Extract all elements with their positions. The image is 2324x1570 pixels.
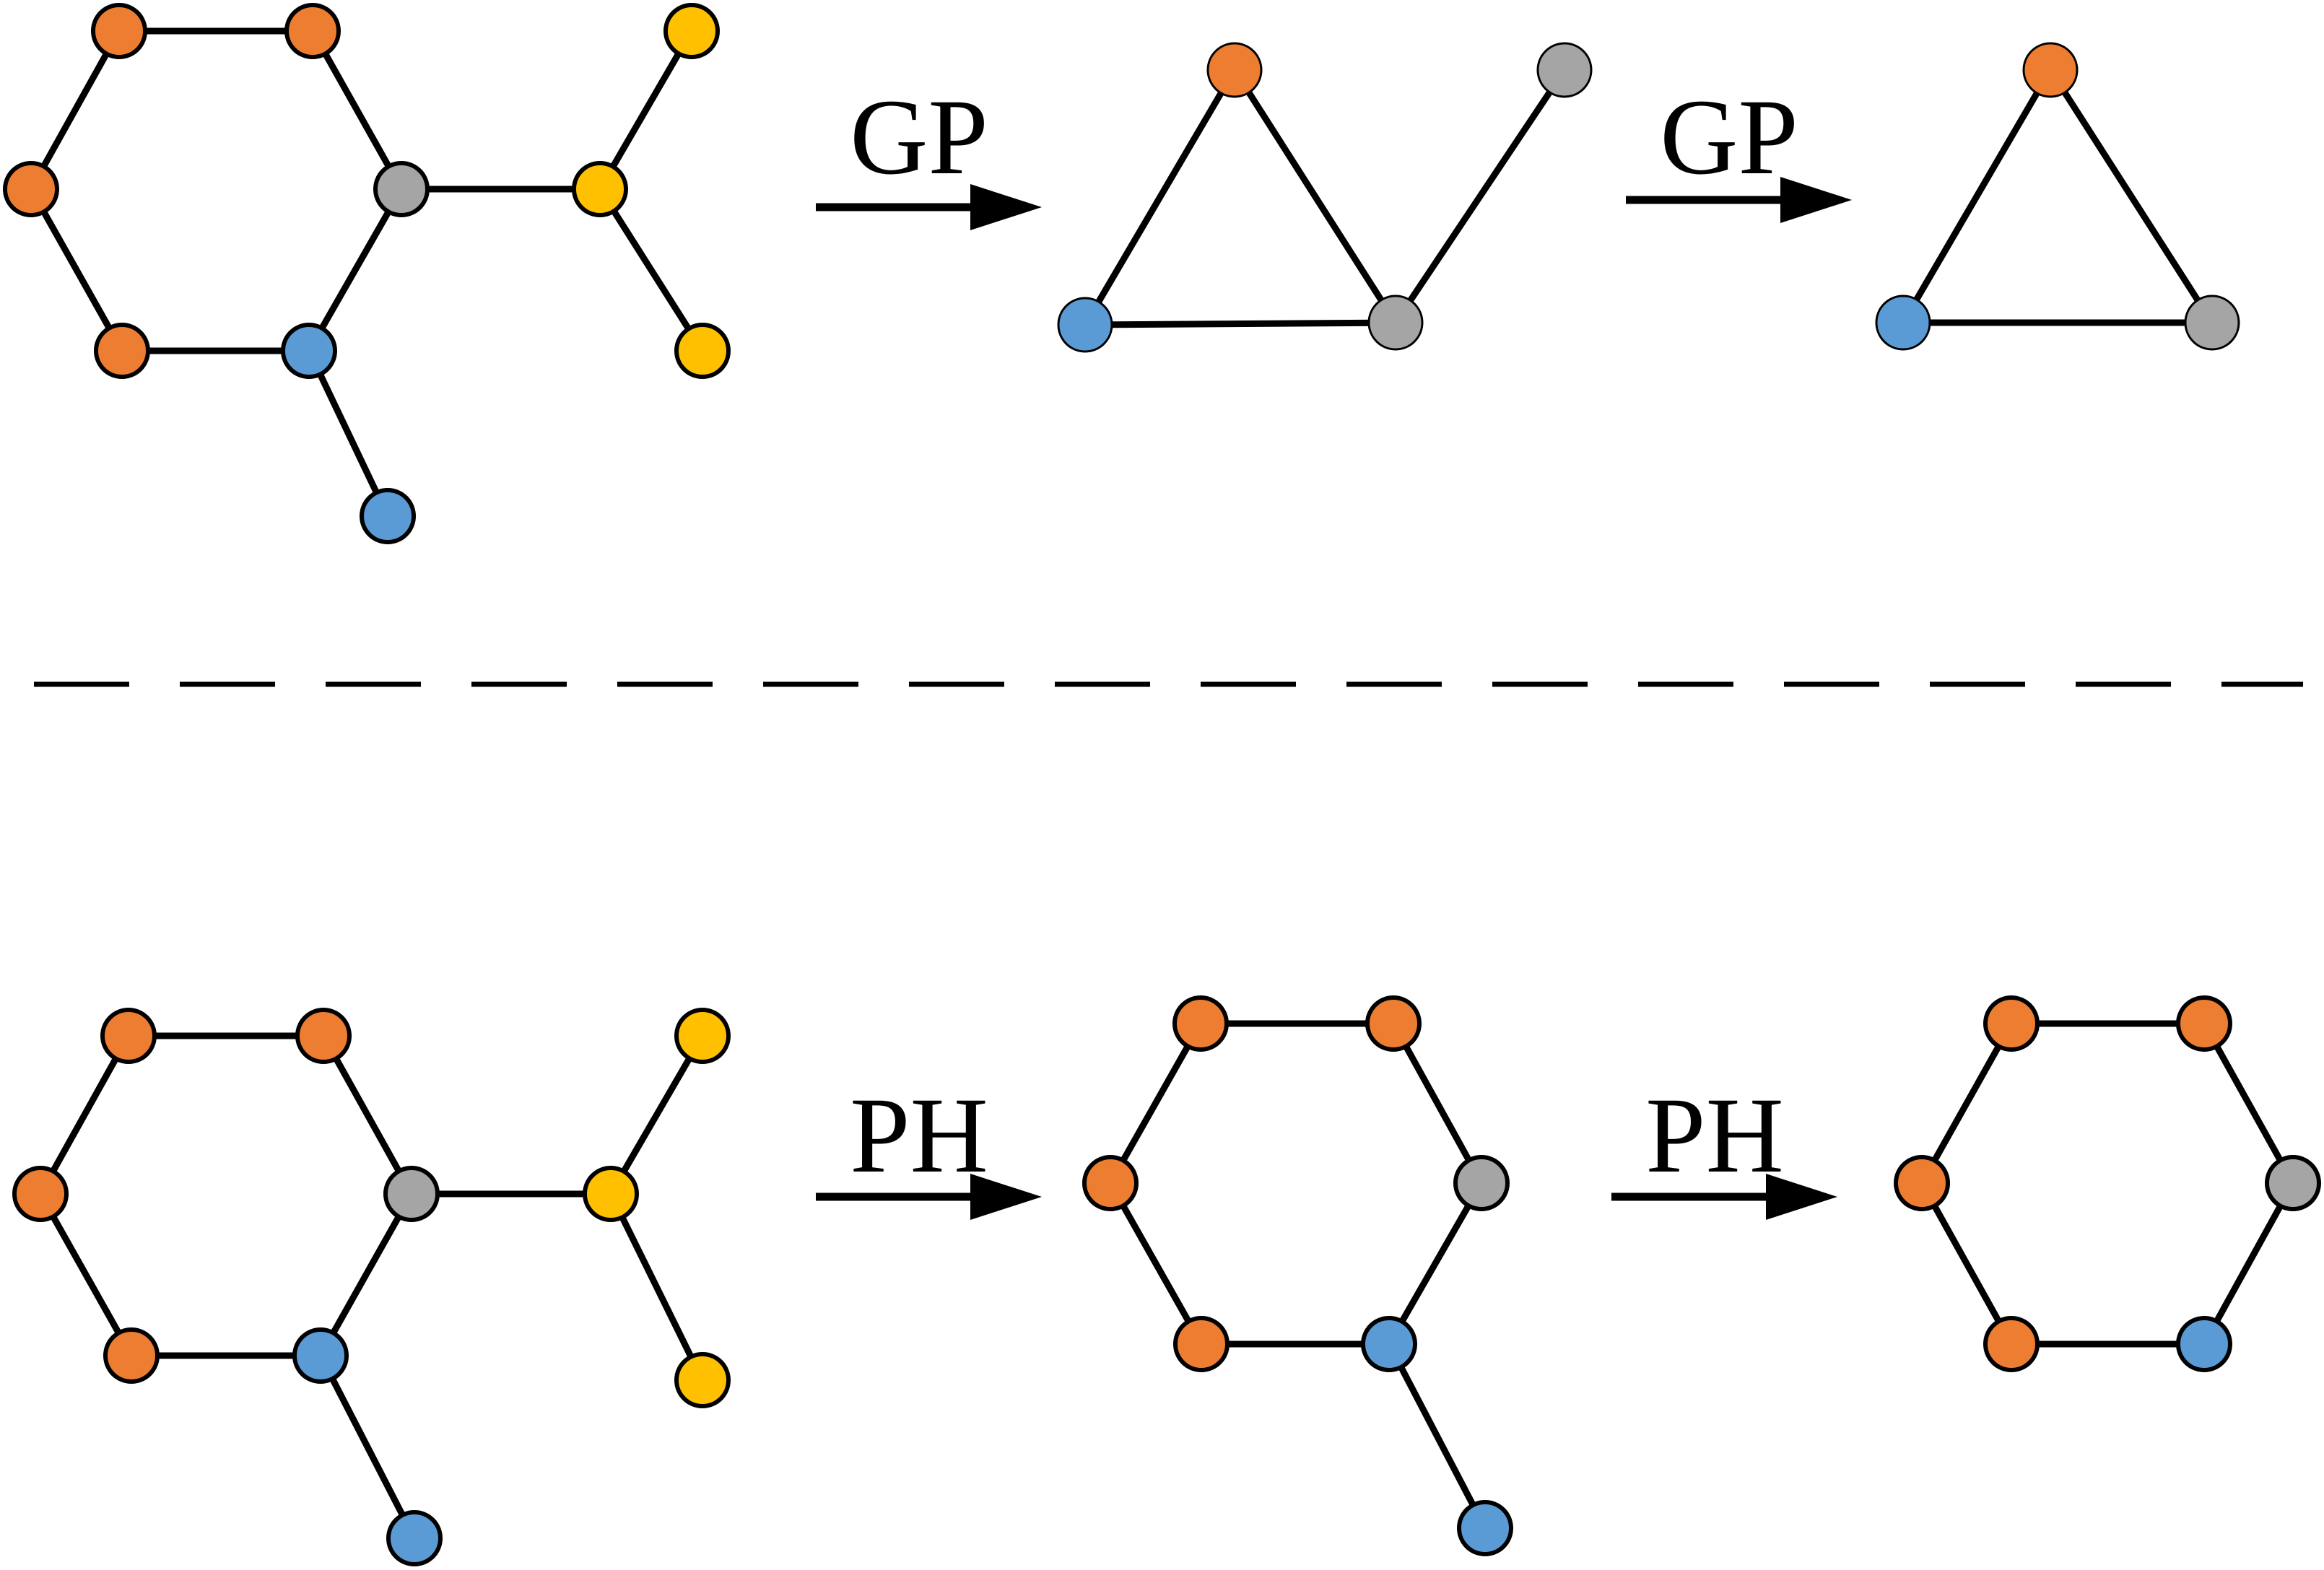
yellow-node: [674, 323, 731, 379]
gray-node: [383, 1166, 440, 1222]
orange-node: [94, 323, 150, 379]
nodes: [12, 1008, 731, 1566]
ph-arrow-2: PH: [1611, 1076, 1837, 1220]
nodes: [1894, 995, 2321, 1372]
pooled-graph-1: [1057, 42, 1593, 353]
nodes: [3, 3, 731, 544]
blue-node: [1057, 297, 1113, 353]
gray-node: [373, 161, 430, 217]
orange-node: [295, 1008, 352, 1064]
blue-node: [2176, 1316, 2232, 1372]
edges: [1918, 1020, 2297, 1348]
orange-node: [1983, 995, 2040, 1052]
orange-node: [1082, 1155, 1139, 1211]
edges: [1899, 66, 2216, 326]
orange-node: [91, 3, 147, 59]
gray-node: [2265, 1155, 2321, 1211]
ph-label: PH: [850, 1076, 988, 1195]
gray-node: [1453, 1155, 1510, 1211]
blue-node: [292, 1327, 349, 1384]
orange-node: [1172, 995, 1229, 1052]
nodes: [1875, 42, 2240, 351]
nodes: [1057, 42, 1593, 353]
gp-label: GP: [850, 77, 988, 197]
orange-node: [12, 1166, 69, 1222]
orange-node: [1173, 1316, 1230, 1372]
edges: [1107, 1020, 1489, 1532]
edges: [37, 1032, 706, 1542]
yellow-node: [583, 1166, 639, 1222]
ph-arrow-1: PH: [816, 1076, 1042, 1220]
orange-node: [284, 3, 341, 59]
pooled-graph-2: [1875, 42, 2240, 351]
orange-node: [103, 1327, 160, 1384]
gp-arrow-2: GP: [1626, 77, 1852, 223]
yellow-node: [572, 161, 628, 217]
gray-node: [2184, 295, 2240, 351]
edges: [1082, 66, 1568, 328]
orange-node: [3, 161, 59, 217]
orange-node: [100, 1008, 157, 1064]
orange-node: [2176, 995, 2232, 1052]
nodes: [1082, 995, 1513, 1556]
edges: [27, 27, 706, 520]
orange-node: [1894, 1155, 1950, 1211]
yellow-node: [674, 1008, 731, 1064]
pruned-graph-2: [1894, 995, 2321, 1372]
orange-node: [2022, 42, 2079, 98]
pruned-graph-1: [1082, 995, 1513, 1556]
orange-node: [1206, 42, 1263, 98]
orange-node: [1983, 1316, 2040, 1372]
yellow-node: [663, 3, 720, 59]
gp-arrow-1: GP: [816, 77, 1042, 230]
ph-label: PH: [1645, 1076, 1784, 1195]
blue-node: [386, 1510, 443, 1566]
gp-label: GP: [1660, 77, 1798, 197]
yellow-node: [674, 1352, 731, 1408]
gray-node: [1536, 42, 1593, 98]
gray-node: [1367, 295, 1424, 351]
blue-node: [281, 323, 337, 379]
blue-node: [360, 488, 416, 544]
bottom-molecule-graph: [12, 1008, 731, 1566]
blue-node: [1457, 1500, 1513, 1556]
blue-node: [1361, 1316, 1417, 1372]
orange-node: [1365, 995, 1422, 1052]
blue-node: [1875, 295, 1931, 351]
top-molecule-graph: [3, 3, 731, 544]
